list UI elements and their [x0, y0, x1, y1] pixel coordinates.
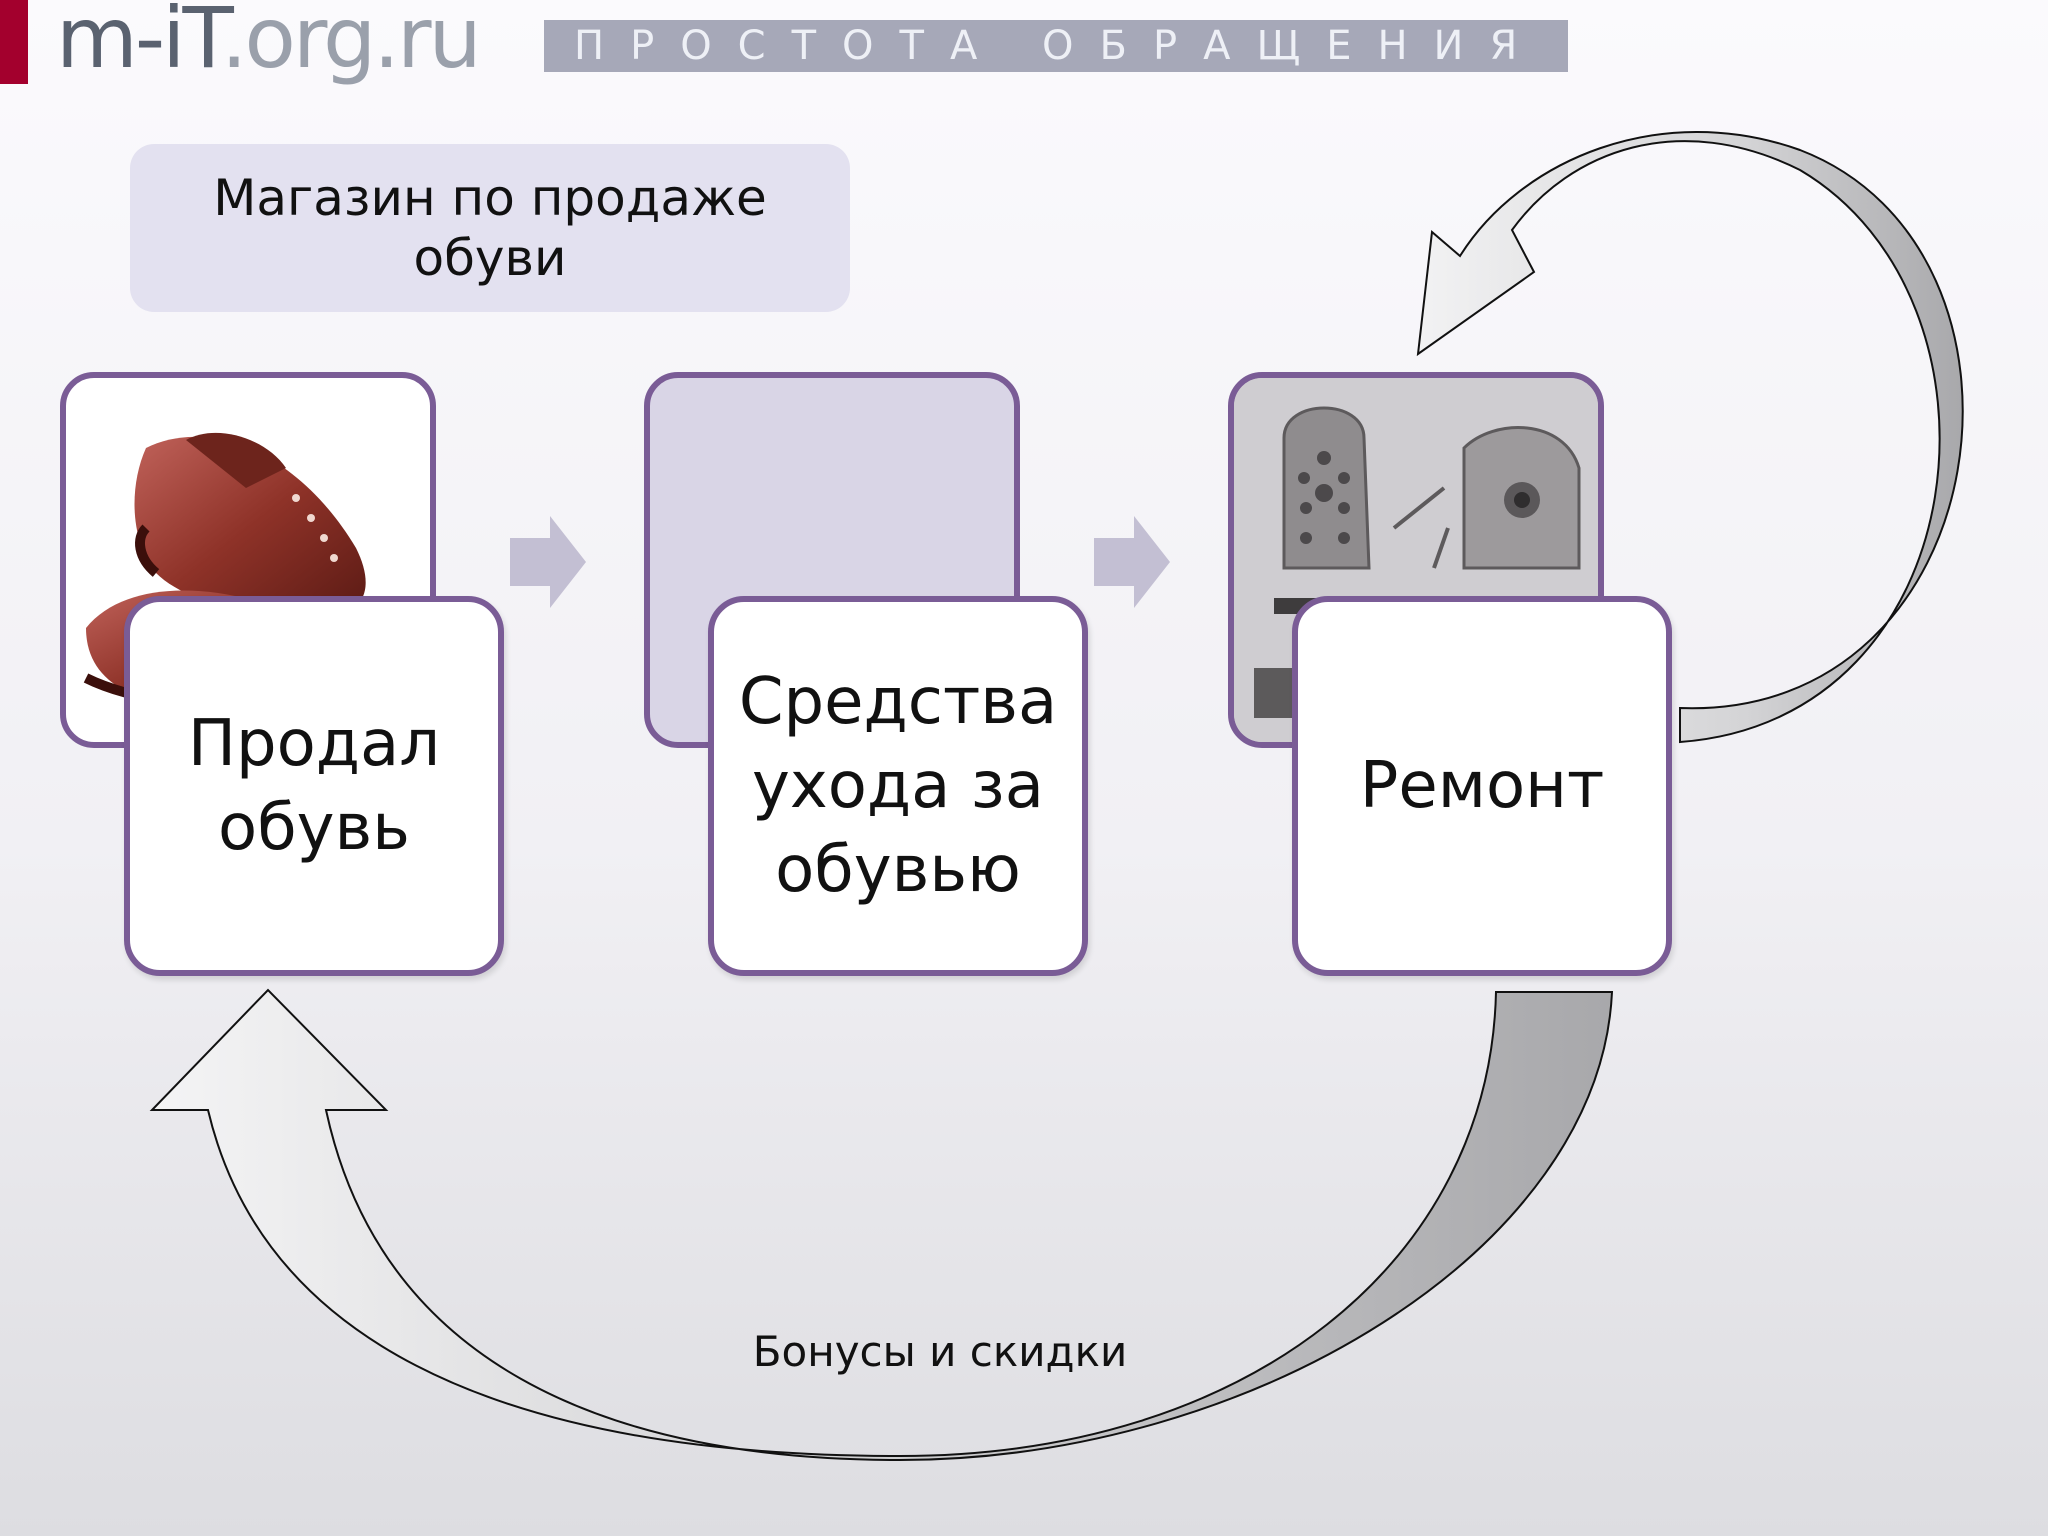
site-logo[interactable]: m-iT.org.ru: [56, 0, 482, 87]
bonus-loop-arrow-icon: [149, 988, 1614, 1462]
loop-label: Бонусы и скидки: [752, 1327, 1128, 1376]
step-1-card: Продал обувь: [124, 596, 504, 976]
step-2-label: Средства ухода за обувью: [738, 665, 1058, 907]
flow-arrow-2-icon: [1094, 516, 1170, 608]
step-1-label: Продал обувь: [187, 707, 441, 865]
header-brand-bar: [0, 0, 28, 84]
site-tagline: ПРОСТОТА ОБРАЩЕНИЯ: [544, 20, 1568, 72]
step-3-label: Ремонт: [1359, 749, 1605, 823]
diagram-title: Магазин по продаже обуви: [213, 169, 767, 287]
step-3-card: Ремонт: [1292, 596, 1672, 976]
step-2-card: Средства ухода за обувью: [708, 596, 1088, 976]
flow-arrow-1-icon: [510, 516, 586, 608]
diagram-title-box: Магазин по продаже обуви: [130, 144, 850, 312]
